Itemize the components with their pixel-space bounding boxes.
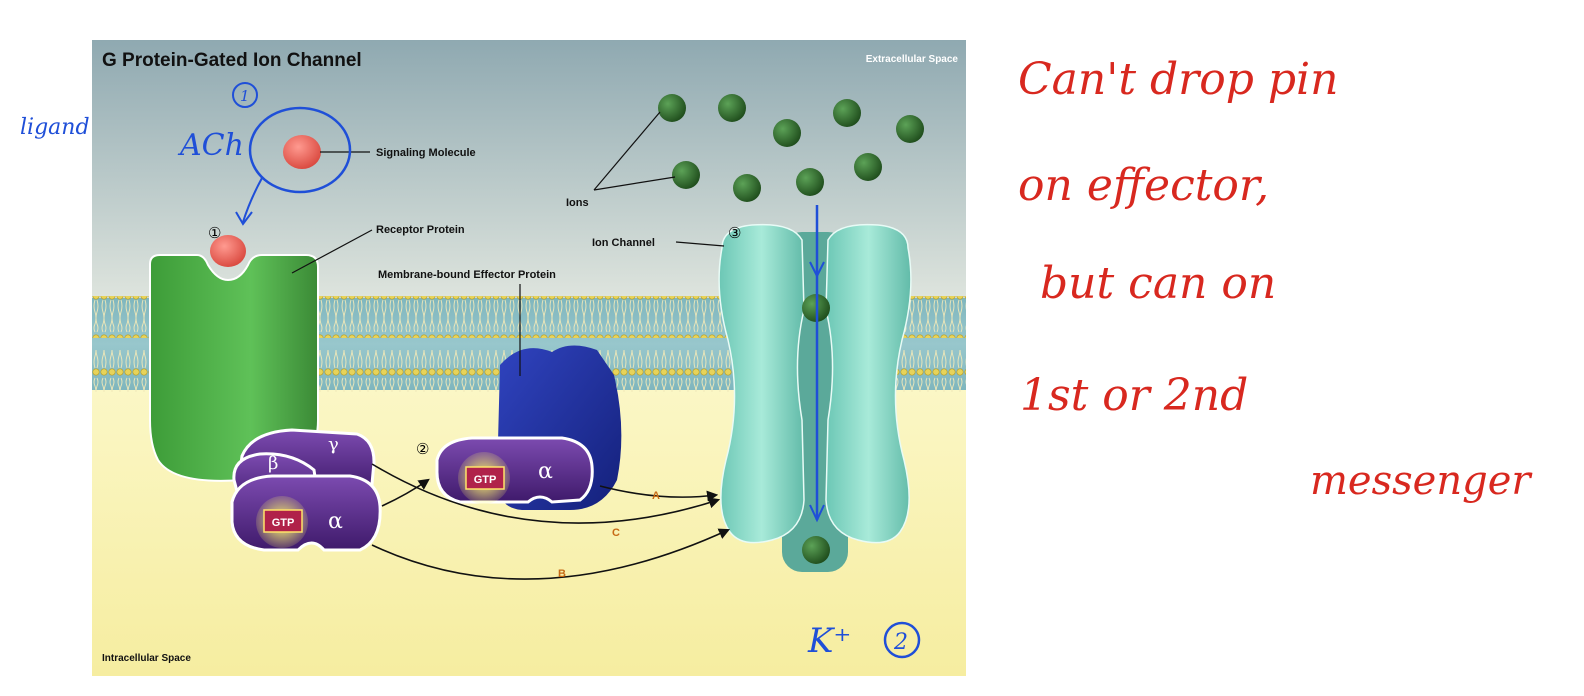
- effector-protein-label: Membrane-bound Effector Protein: [378, 269, 556, 281]
- step-marker-2: ②: [416, 441, 429, 458]
- activated-alpha-subunit: α GTP: [435, 436, 594, 504]
- alpha-subunit-label: α: [328, 509, 343, 534]
- ions-cluster: [658, 94, 924, 202]
- step-marker-3: ③: [728, 225, 741, 242]
- gtp-label-complex: GTP: [272, 517, 295, 529]
- ions-label: Ions: [566, 197, 589, 209]
- ion-released: [802, 536, 830, 564]
- step-marker-1: ①: [208, 225, 221, 242]
- intracellular-label: Intracellular Space: [102, 653, 191, 664]
- receptor-protein: [149, 254, 319, 482]
- callout-leaders: [291, 111, 725, 376]
- handwritten-ligand: ligand: [20, 115, 90, 140]
- ion-channel: [718, 223, 912, 572]
- handwritten-circle-2: [883, 621, 921, 659]
- note-line-3: but can on: [1040, 258, 1276, 309]
- handwritten-k-ion: K⁺: [807, 621, 851, 661]
- pathway-b-label: B: [558, 568, 566, 580]
- beta-subunit-label: β: [268, 453, 278, 474]
- handwritten-arrow: [242, 177, 263, 223]
- gamma-subunit-label: γ: [328, 434, 339, 455]
- pathway-arrows: [371, 463, 731, 580]
- handwritten-path-head-2: [809, 504, 825, 523]
- ion-channel-label: Ion Channel: [592, 237, 655, 249]
- pathway-c-label: C: [612, 527, 620, 539]
- handwritten-path-head-1: [809, 261, 825, 279]
- handwritten-ion-number: 2: [893, 630, 908, 655]
- extracellular-label: Extracellular Space: [866, 54, 959, 65]
- handwritten-ach: ACh: [177, 128, 244, 163]
- handwritten-circle-1: [232, 82, 258, 108]
- note-line-5: messenger: [1310, 458, 1533, 504]
- g-protein-complex: β γ α GTP: [230, 428, 382, 552]
- pathway-a-label: A: [652, 490, 660, 502]
- handwritten-ligand-circle: [248, 106, 352, 194]
- signaling-molecule: [283, 135, 321, 169]
- alpha-label-activated: α: [538, 459, 553, 484]
- note-line-2: on effector,: [1018, 160, 1269, 211]
- gtp-label-activated: GTP: [474, 474, 497, 486]
- note-line-4: 1st or 2nd: [1020, 370, 1248, 421]
- receptor-protein-label: Receptor Protein: [376, 224, 465, 236]
- g-protein-diagram: G Protein-Gated Ion Channel Extracellula…: [92, 40, 966, 676]
- bound-ligand: [210, 235, 246, 267]
- handwritten-arrow-head: [235, 211, 253, 226]
- note-line-1: Can't drop pin: [1018, 54, 1338, 105]
- diagram-title: G Protein-Gated Ion Channel: [102, 50, 362, 71]
- signaling-molecule-label: Signaling Molecule: [376, 147, 476, 159]
- handwritten-ach-number: 1: [240, 87, 250, 105]
- diagram-panel: G Protein-Gated Ion Channel Extracellula…: [92, 40, 966, 676]
